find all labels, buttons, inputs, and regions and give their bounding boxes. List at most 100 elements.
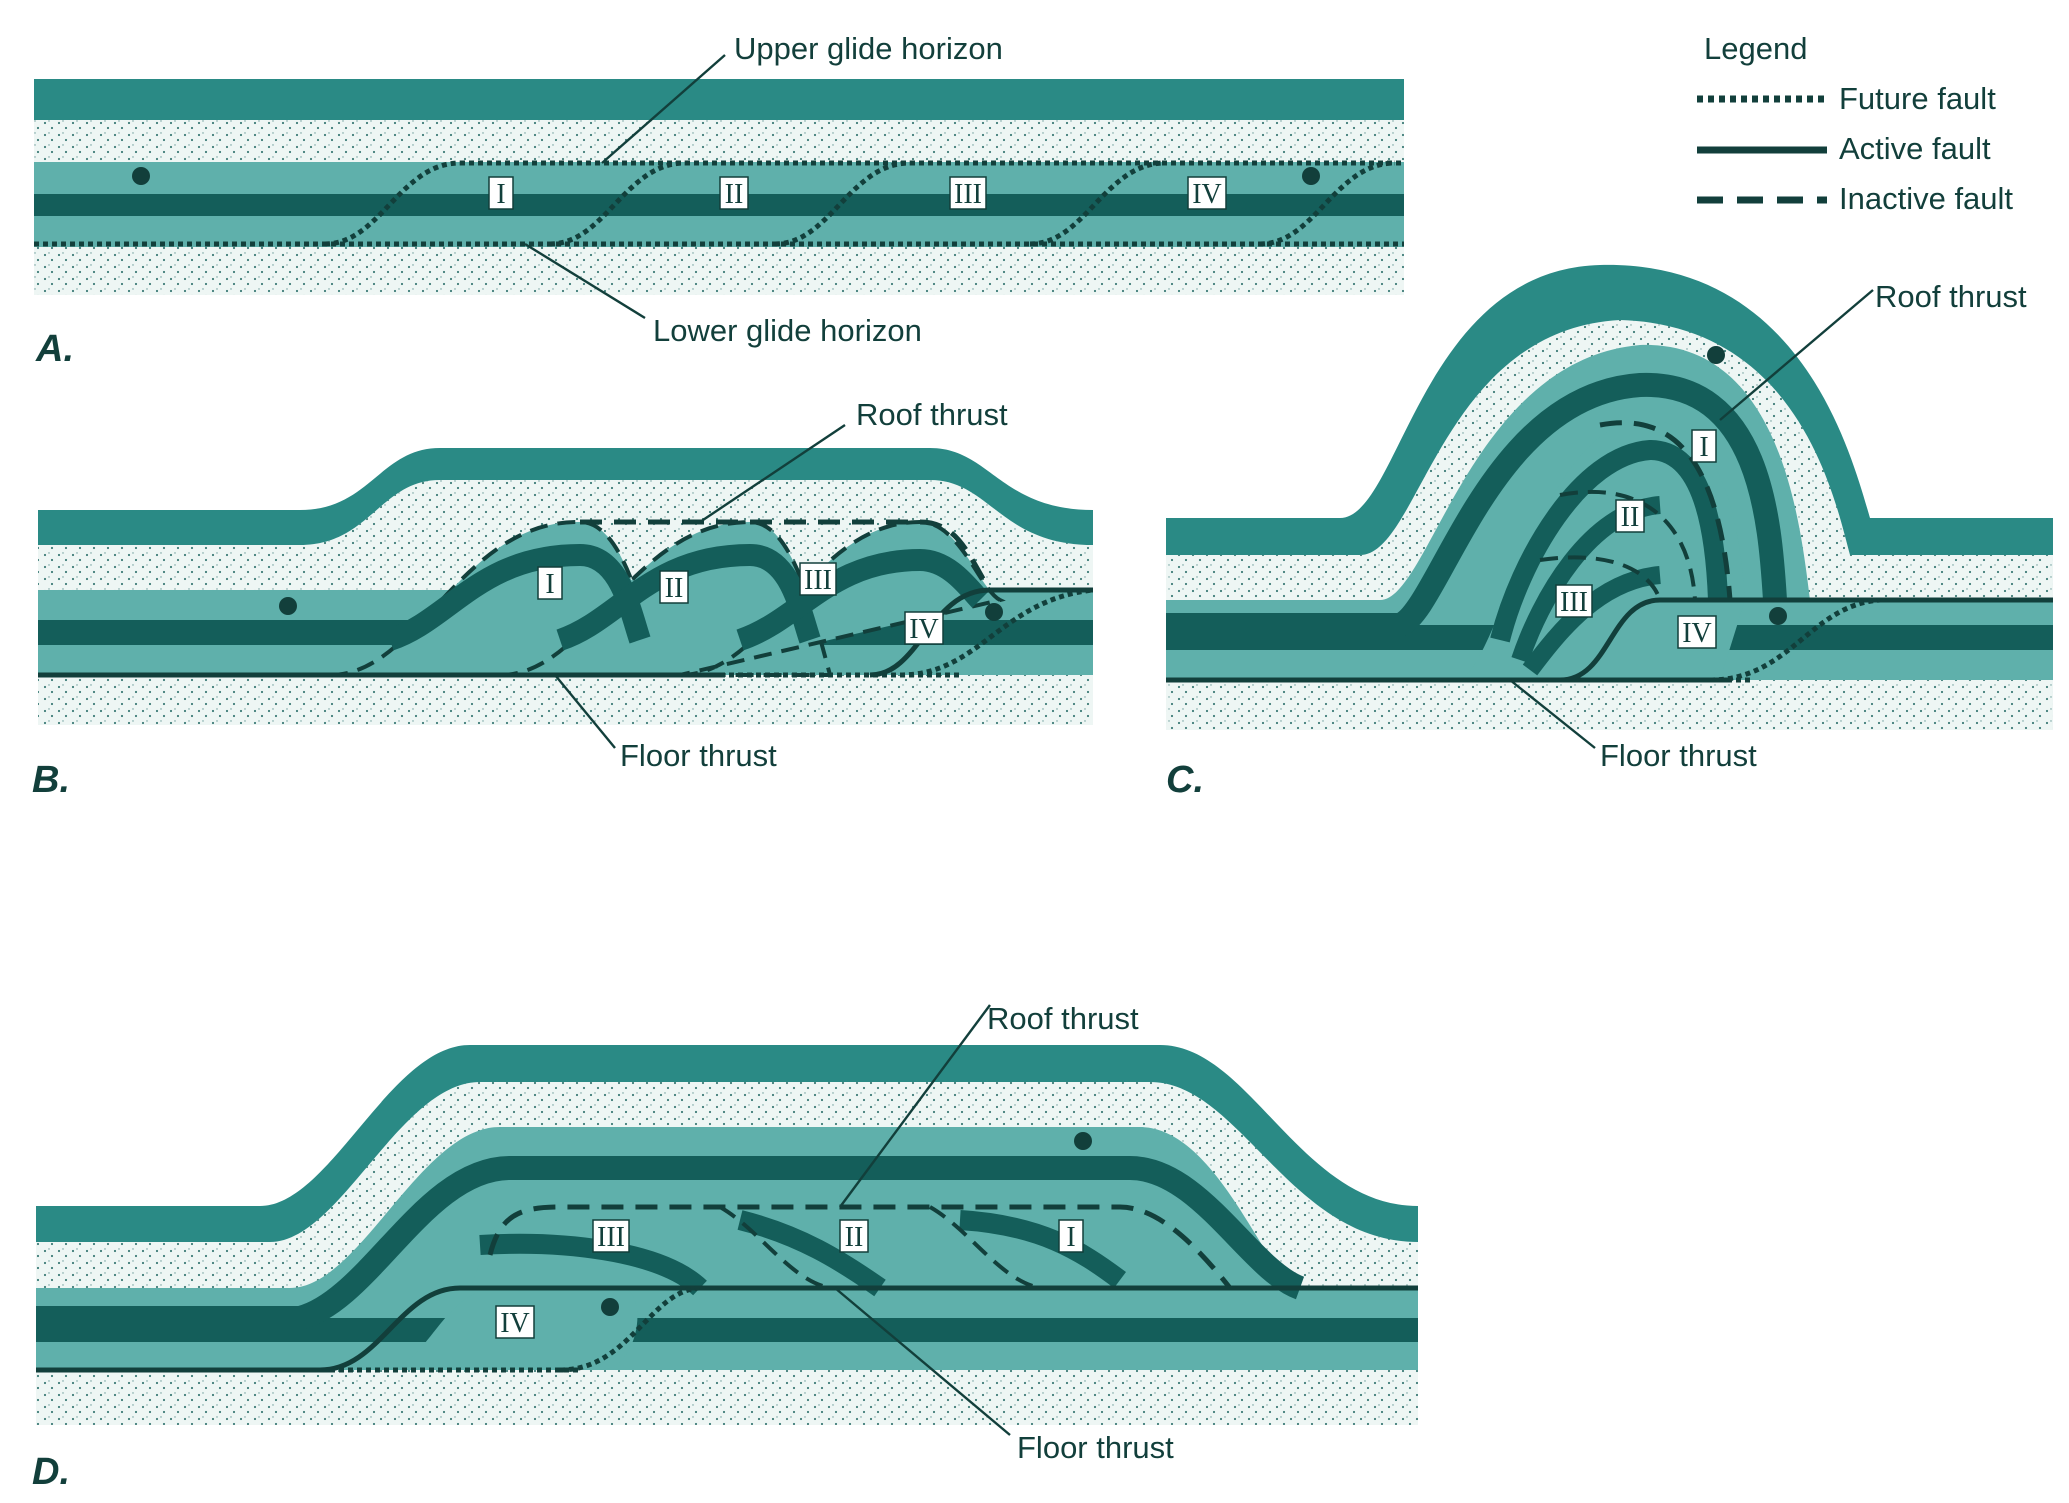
panel-d-active-ramp xyxy=(319,1285,1418,1373)
panel-d-slice-IV: IV xyxy=(495,1305,535,1339)
panel-b-slice-I: I xyxy=(537,566,563,600)
legend-future-fault-label: Future fault xyxy=(1839,81,1996,116)
panel-c-core-band-1 xyxy=(1490,439,1728,643)
panel-a-top-layer xyxy=(34,79,1404,120)
panel-b-slice-IV: IV xyxy=(904,611,944,645)
panel-a-slice-I: I xyxy=(488,176,514,210)
panel-c-floor-leader xyxy=(1509,679,1596,749)
panel-a-marker-dot-left xyxy=(132,167,150,185)
svg-text:II: II xyxy=(845,1222,864,1253)
panel-d-floor-thrust-label: Floor thrust xyxy=(1017,1430,1174,1465)
panel-c-roof-thrust xyxy=(1599,420,1733,601)
panel-a-slice-IV: IV xyxy=(1187,176,1227,210)
svg-text:III: III xyxy=(597,1222,625,1253)
svg-text:III: III xyxy=(954,179,982,210)
panel-c-future-ramp xyxy=(1709,597,1881,683)
lower-glide-horizon-label: Lower glide horizon xyxy=(653,313,922,348)
legend-inactive-fault-label: Inactive fault xyxy=(1839,181,2013,216)
svg-text:III: III xyxy=(804,565,832,596)
svg-text:I: I xyxy=(545,569,554,600)
panel-a-slice-II: II xyxy=(719,176,749,210)
panel-c-active-ramp xyxy=(1559,597,2053,683)
panel-d: III II I IV Roof thrust Floor thrust D. xyxy=(32,1001,1418,1493)
svg-text:I: I xyxy=(496,179,505,210)
panel-d-inactive-fault-b xyxy=(929,1205,1041,1290)
panel-b-letter: B. xyxy=(32,759,70,801)
svg-text:II: II xyxy=(1621,502,1640,533)
panel-c-marker-dot-top xyxy=(1707,346,1725,364)
panel-c-slice-I: I xyxy=(1691,429,1717,463)
panel-c-outer-band xyxy=(1166,372,1787,637)
panel-a-dark-band xyxy=(34,194,1404,216)
svg-text:IV: IV xyxy=(909,614,939,645)
panel-a-lower-leader xyxy=(524,242,646,320)
panel-d-slice-II: II xyxy=(839,1219,869,1253)
panel-d-marker-dot-lower xyxy=(601,1298,619,1316)
panel-b-marker-dot-right xyxy=(985,603,1003,621)
panel-d-marker-dot-top xyxy=(1074,1132,1092,1150)
panel-a-future-ramp-3 xyxy=(774,160,911,247)
panel-a-future-ramp-4 xyxy=(1029,160,1166,247)
panel-d-slice-III: III xyxy=(592,1219,630,1253)
panel-b: I II III IV Roof thrust Floor thrust B. xyxy=(32,397,1094,801)
panel-b-floor-leader xyxy=(554,674,616,749)
panel-d-roof-thrust-label: Roof thrust xyxy=(987,1001,1139,1036)
panel-d-core-band-I xyxy=(959,1210,1126,1289)
svg-text:II: II xyxy=(665,573,684,604)
panel-a-marker-dot-right xyxy=(1302,167,1320,185)
panel-a-future-ramp-5 xyxy=(1259,160,1396,247)
panel-b-roof-leader xyxy=(699,424,846,523)
panel-d-basement xyxy=(36,1370,1418,1425)
panel-c-roof-thrust-label: Roof thrust xyxy=(1875,279,2027,314)
legend-active-fault-label: Active fault xyxy=(1839,131,1991,166)
panel-c-marker-dot-right xyxy=(1769,607,1787,625)
panel-a-upper-leader xyxy=(601,54,726,164)
svg-text:IV: IV xyxy=(1192,179,1222,210)
panel-d-top-arch xyxy=(36,1045,1418,1242)
svg-text:II: II xyxy=(725,179,744,210)
svg-text:IV: IV xyxy=(1682,618,1712,649)
panel-c-inactive-fault-3 xyxy=(1539,555,1662,601)
panel-d-roof-leader xyxy=(839,1004,991,1208)
panel-c-basement xyxy=(1166,680,2053,730)
panel-c-top-arch xyxy=(1166,264,2053,555)
panel-a-basement xyxy=(34,247,1404,295)
panel-b-horse-band-3 xyxy=(736,548,989,651)
panel-b-top-arch xyxy=(38,448,1093,545)
panel-c: I II III IV Roof thrust Floor thrust C. xyxy=(1166,264,2053,801)
panel-c-letter: C. xyxy=(1166,759,1204,801)
panel-b-basement xyxy=(38,675,1093,725)
panel-b-floor-thrust-label: Floor thrust xyxy=(620,738,777,773)
panel-a: I II III IV Upper glide horizon Lower gl… xyxy=(34,31,1404,370)
panel-a-future-ramp-1 xyxy=(324,160,461,247)
panel-b-future-ramp xyxy=(899,587,1094,678)
panel-d-floor-leader xyxy=(834,1287,1011,1436)
panel-c-inactive-fault-2 xyxy=(1559,489,1697,601)
panel-c-roof-leader xyxy=(1719,289,1874,421)
svg-text:IV: IV xyxy=(500,1308,530,1339)
panel-a-future-ramp-2 xyxy=(549,160,686,247)
panel-b-slice-II: II xyxy=(659,570,689,604)
panel-b-slice-III: III xyxy=(799,562,837,596)
panel-b-marker-dot-left xyxy=(279,597,297,615)
panel-c-slice-II: II xyxy=(1615,499,1645,533)
panel-d-outer-band xyxy=(36,1156,1305,1330)
panel-d-letter: D. xyxy=(32,1451,70,1493)
panel-a-sand-layer xyxy=(34,120,1404,162)
panel-b-roof-thrust-label: Roof thrust xyxy=(856,397,1008,432)
panel-c-floor-thrust-label: Floor thrust xyxy=(1600,738,1757,773)
panel-d-slice-I: I xyxy=(1058,1219,1084,1253)
svg-text:I: I xyxy=(1066,1222,1075,1253)
panel-d-core-band-II xyxy=(737,1210,886,1297)
panel-a-slice-III: III xyxy=(949,176,987,210)
upper-glide-horizon-label: Upper glide horizon xyxy=(734,31,1003,66)
panel-d-inactive-fault-a xyxy=(719,1205,831,1290)
panel-c-slice-IV: IV xyxy=(1677,615,1717,649)
panel-a-letter: A. xyxy=(35,328,74,370)
panel-d-roof-thrust xyxy=(487,1204,1232,1290)
legend: Legend Future fault Active fault Inactiv… xyxy=(1697,31,2013,216)
legend-title: Legend xyxy=(1704,31,1807,66)
panel-b-roof-thrust xyxy=(580,519,993,592)
svg-text:I: I xyxy=(1699,432,1708,463)
